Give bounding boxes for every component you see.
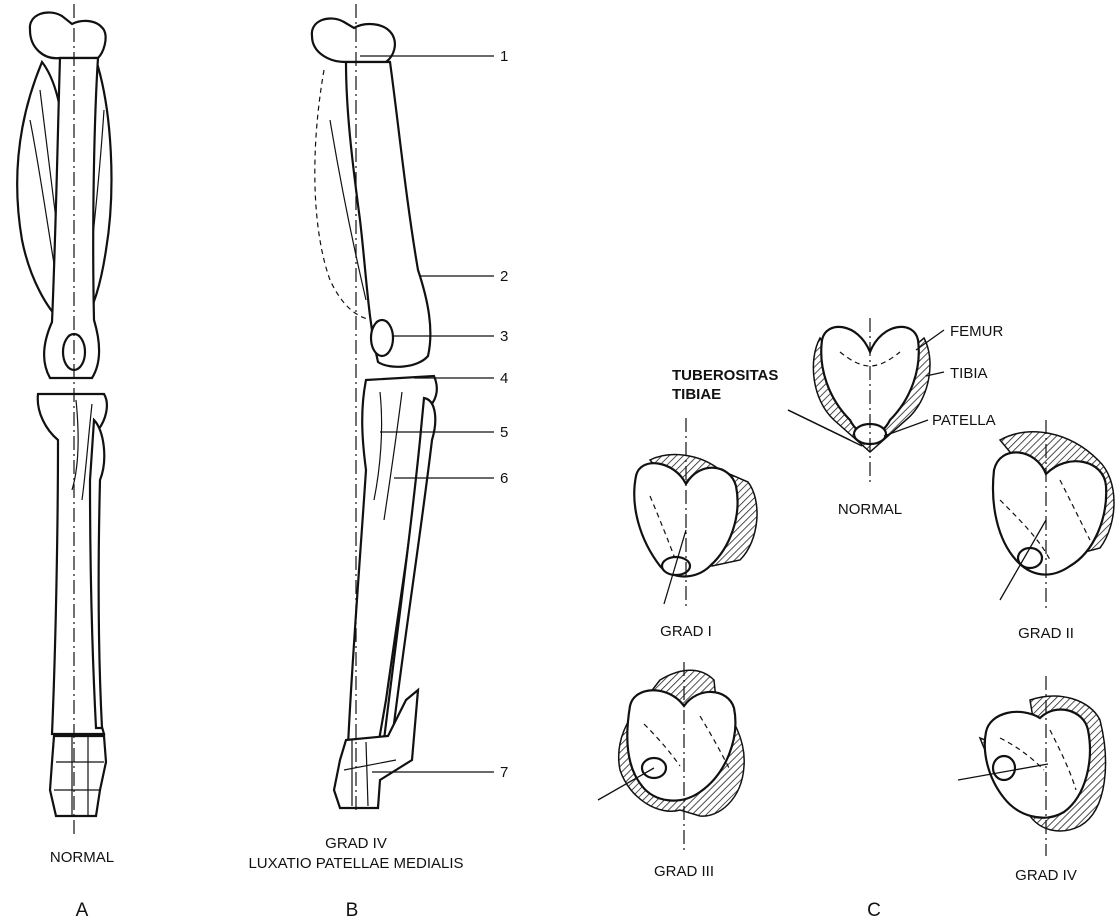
label-femur: FEMUR: [950, 323, 1003, 340]
panel-letter-c: C: [867, 900, 881, 921]
section-grad-1: [634, 418, 757, 610]
femur-section-grad2: [993, 452, 1106, 574]
panel-c: FEMUR TIBIA PATELLA TUBEROSITAS TIBIAE N…: [598, 318, 1114, 921]
caption-normal-section: NORMAL: [838, 501, 902, 518]
callout-4: 4: [500, 370, 508, 387]
caption-grad-2: GRAD II: [1018, 625, 1074, 642]
panel-b: 1 2 3 4 5 6 7 GRAD IV LUXATIO PATELLAE M…: [248, 4, 508, 921]
callout-5: 5: [500, 424, 508, 441]
callout-1: 1: [500, 48, 508, 65]
femoral-head: [30, 12, 106, 58]
tarsus-a: [50, 736, 106, 816]
caption-b-line2: LUXATIO PATELLAE MEDIALIS: [248, 855, 463, 872]
caption-grad-1: GRAD I: [660, 623, 712, 640]
callout-2: 2: [500, 268, 508, 285]
callout-6: 6: [500, 470, 508, 487]
caption-b-line1: GRAD IV: [325, 835, 387, 852]
panel-a: NORMAL A: [17, 4, 114, 921]
section-grad-2: [993, 420, 1114, 612]
caption-a: NORMAL: [50, 849, 114, 866]
caption-grad-3: GRAD III: [654, 863, 714, 880]
callout-7: 7: [500, 764, 508, 781]
label-tuberositas-2: TIBIAE: [672, 386, 721, 403]
panel-letter-b: B: [346, 900, 359, 921]
patella-section-grad2: [1018, 548, 1042, 568]
patella-section-grad4: [993, 756, 1015, 780]
patella-b: [371, 320, 393, 356]
section-grad-4: [958, 676, 1105, 856]
femur-shaft-b: [346, 62, 430, 367]
label-tibia: TIBIA: [950, 365, 988, 382]
panel-letter-a: A: [76, 900, 89, 921]
section-grad-3: [598, 662, 744, 852]
caption-grad-4: GRAD IV: [1015, 867, 1077, 884]
label-tuberositas-1: TUBEROSITAS: [672, 367, 778, 384]
label-patella: PATELLA: [932, 412, 996, 429]
section-normal: [813, 318, 930, 482]
callout-3: 3: [500, 328, 508, 345]
